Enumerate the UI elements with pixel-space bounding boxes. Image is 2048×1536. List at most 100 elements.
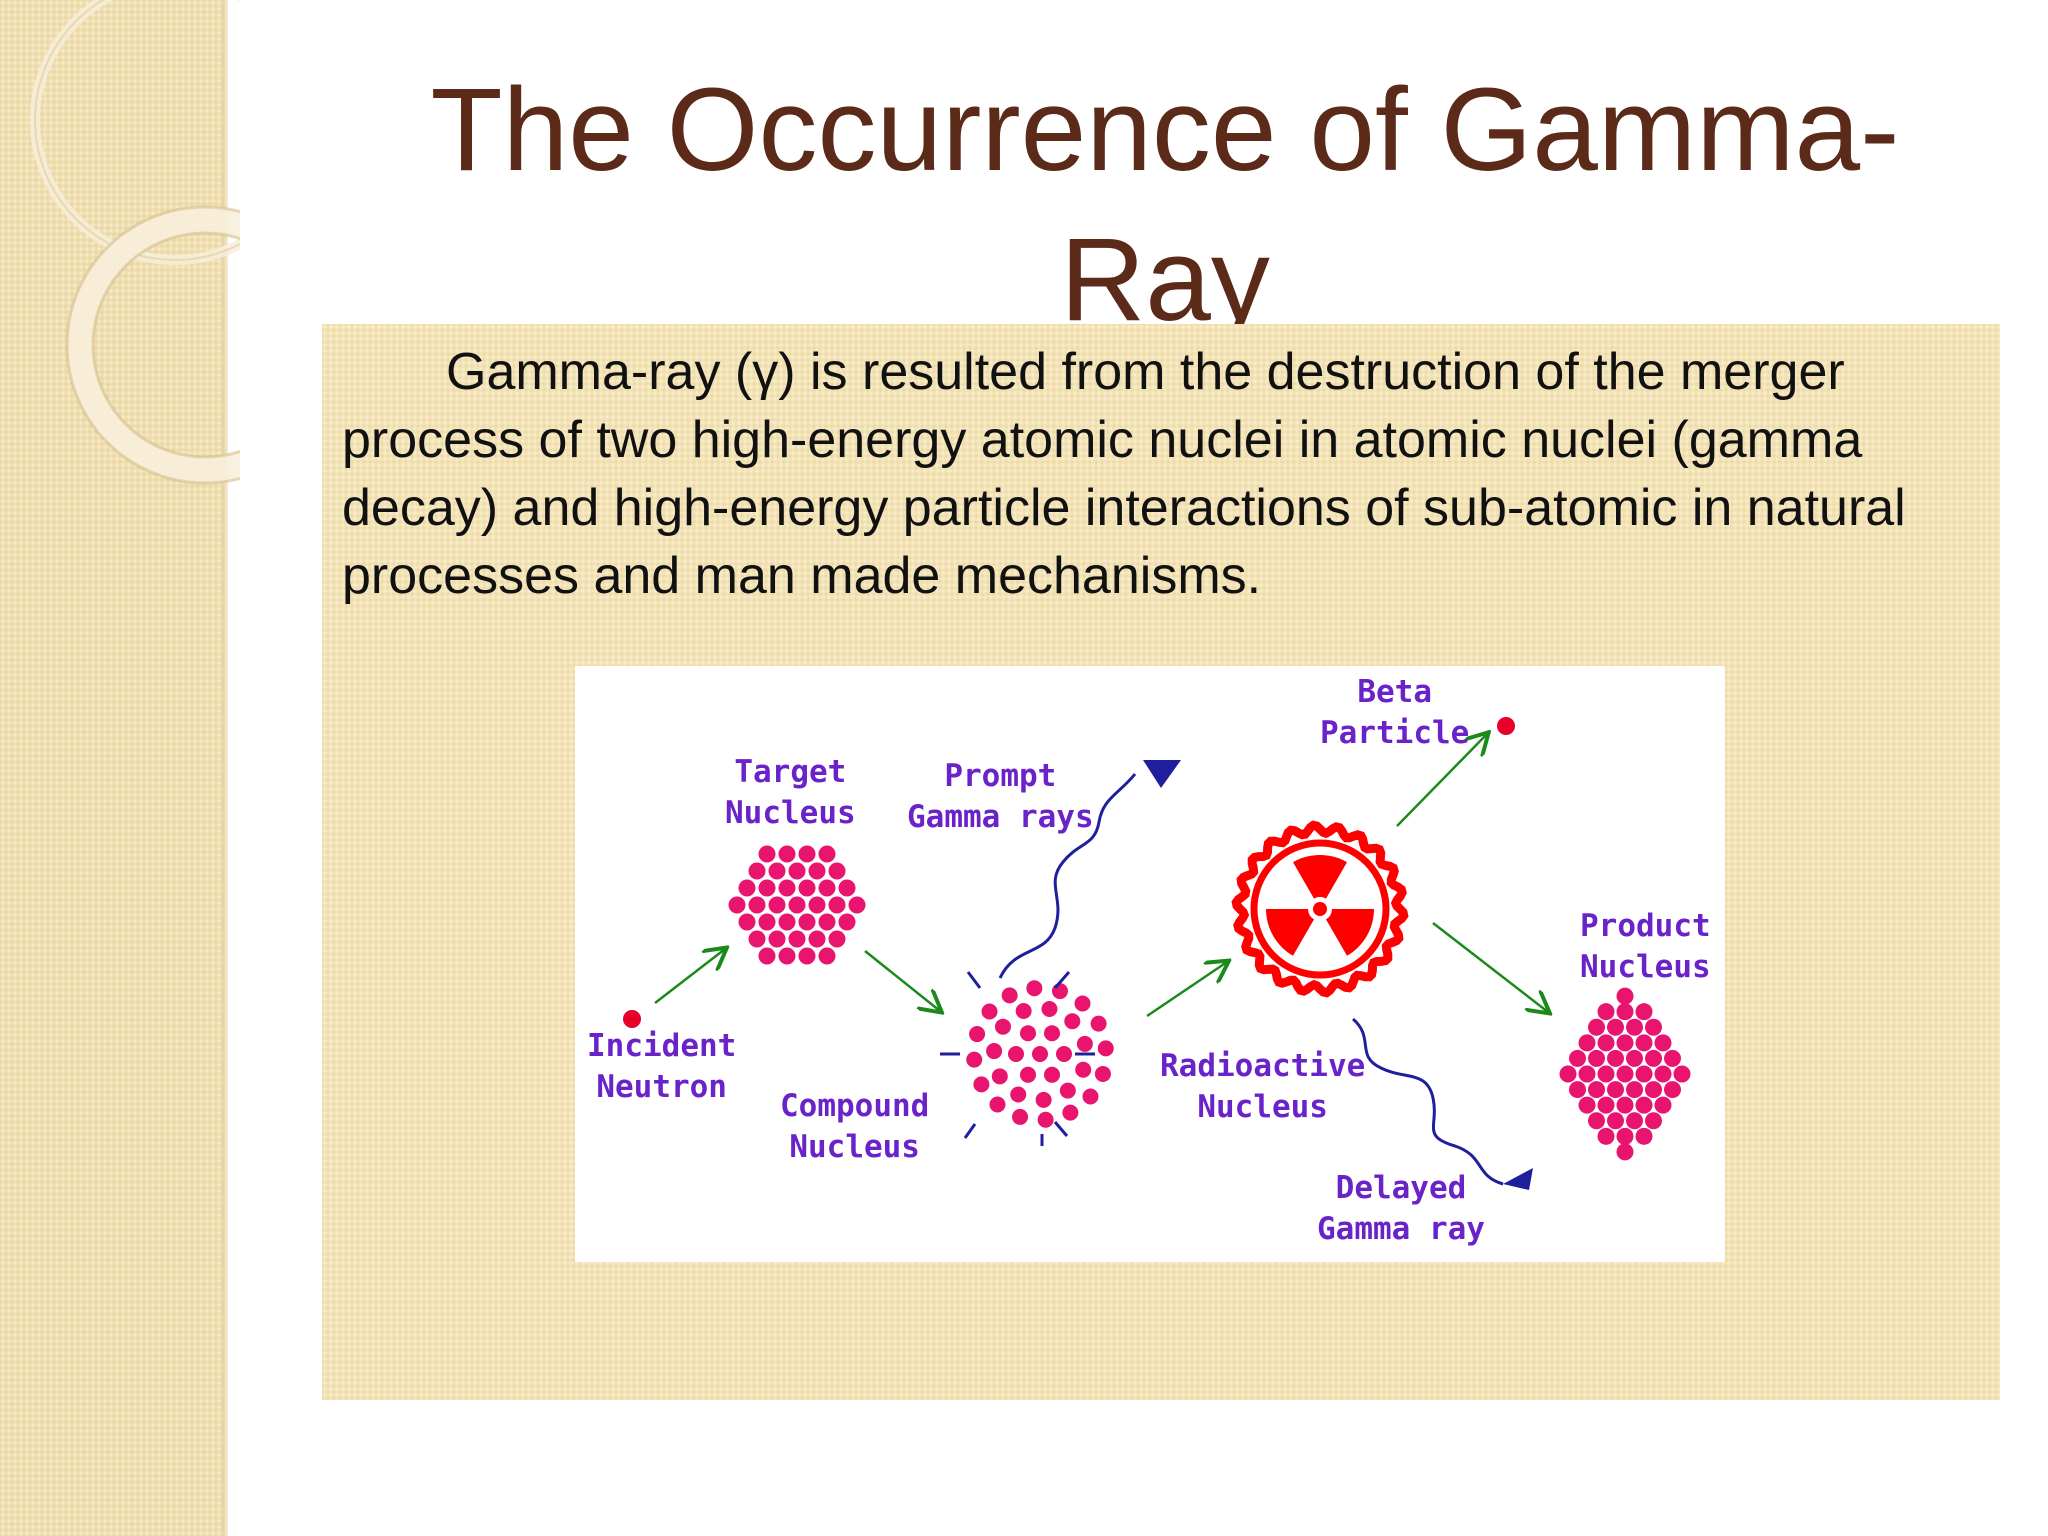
gamma-wave-lines [998,773,1504,1186]
nucleon [838,879,856,897]
nucleon [1616,987,1634,1005]
nucleon [1616,1034,1634,1052]
nucleon [1635,1127,1653,1145]
nucleon [1051,983,1068,1000]
nucleon [1616,1096,1634,1114]
nucleon [788,896,806,914]
nucleon [1607,1049,1624,1067]
delayed-gamma-wave [1351,1017,1504,1186]
nucleon [738,913,756,931]
nucleon [1082,1088,1099,1105]
nucleon [1597,1065,1615,1083]
nucleon [1062,1104,1079,1121]
nucleon [828,896,846,914]
nucleon [1607,1112,1624,1130]
arrow-to-product-nucleus [1432,922,1548,1012]
nucleon [828,862,846,880]
nucleon [758,913,776,931]
nucleon [1616,1065,1634,1083]
beta-particle-dot [1497,717,1515,735]
compound-nucleus-cluster [966,980,1114,1128]
nucleon [1635,1034,1653,1052]
radioactive-nucleus-label: Radioactive Nucleus [1160,1048,1366,1125]
nucleon [1015,1003,1032,1020]
nucleon [768,930,786,948]
nucleon [1569,1049,1586,1067]
nucleon [1032,1046,1048,1062]
product-nucleus-cluster [1559,987,1691,1161]
nucleon [1616,1143,1634,1161]
nucleon [1044,1066,1060,1083]
nucleon [1673,1065,1691,1083]
radioactive-nucleus-rim [1231,820,1409,998]
nucleon [1626,1081,1643,1099]
nucleon [986,1043,1003,1060]
diagram-graphics [623,717,1691,1190]
nucleon [994,1018,1011,1035]
nucleon [1588,1018,1605,1036]
body-paragraph: Gamma-ray (γ) is resulted from the destr… [342,343,1906,605]
nucleon [1097,1040,1114,1057]
nucleon [1074,995,1091,1012]
nucleon [748,930,766,948]
nucleon [1578,1065,1596,1083]
nucleon [969,1026,986,1043]
nucleon [808,862,826,880]
nucleon [973,1076,990,1093]
nucleon [738,879,756,897]
arrow-to-beta-particle [1396,734,1487,827]
nucleon [966,1051,983,1068]
nucleon [778,947,796,965]
nucleon [818,845,836,863]
prompt-gamma-wave [998,773,1137,979]
nucleon [1597,1003,1615,1021]
nucleon [989,1096,1006,1113]
nucleon [1607,1081,1624,1099]
nucleon [1578,1096,1596,1114]
nucleon [1041,1000,1058,1017]
nucleon [818,913,836,931]
nucleon [1076,1035,1093,1052]
incident-neutron-label: Incident Neutron [587,1028,737,1105]
nucleon [758,879,776,897]
radioactive-nucleus [1231,820,1409,998]
prompt-gamma-rays-label: Prompt Gamma rays [907,758,1094,835]
beta-particle-label: Beta Particle [1320,674,1470,751]
nucleon [1645,1081,1662,1099]
sidebar-edge [222,0,228,1536]
nucleon [1654,1065,1672,1083]
decorative-rings [30,0,240,485]
nucleon [1664,1049,1681,1067]
nucleon [1626,1018,1643,1036]
nucleon [1635,1065,1653,1083]
nucleon [1597,1127,1615,1145]
nucleon [1645,1112,1662,1130]
nucleon [1664,1081,1681,1099]
nucleon [808,896,826,914]
nucleon [1001,987,1018,1004]
nucleon [818,879,836,897]
nucleon [1607,1018,1624,1036]
nucleon [1020,1066,1036,1083]
slide-title: The Occurrence of Gamma- Ray [300,55,2030,355]
nucleon [1037,1111,1054,1128]
nucleon [798,947,816,965]
nucleon [1645,1018,1662,1036]
nucleon [1635,1096,1653,1114]
nucleon [981,1003,998,1020]
nucleon [778,879,796,897]
prompt-gamma-arrowhead [1143,760,1181,788]
nucleon [798,913,816,931]
nucleon [778,913,796,931]
target-nucleus-label: Target Nucleus [725,754,856,831]
product-nucleus-label: Product Nucleus [1580,908,1711,985]
nucleon [828,930,846,948]
nucleon [748,896,766,914]
nucleon [1645,1049,1662,1067]
nucleon [1569,1081,1586,1099]
nucleon [1626,1112,1643,1130]
nucleon [1588,1112,1605,1130]
nucleon [1020,1025,1036,1042]
reaction-arrows [654,734,1548,1018]
nucleon [1075,1061,1092,1078]
